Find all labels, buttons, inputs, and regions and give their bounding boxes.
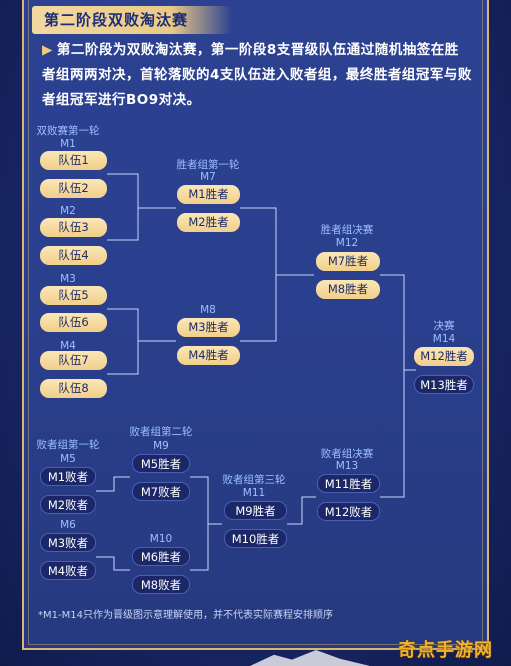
section-title: 第二阶段双败淘汰赛 bbox=[44, 11, 189, 29]
label-losers-final: 败者组决赛 bbox=[320, 448, 374, 460]
team-slot-4: 队伍4 bbox=[40, 246, 107, 265]
label-winners-round1: 胜者组第一轮 bbox=[176, 159, 240, 171]
slot-m10-winner: M10胜者 bbox=[224, 529, 287, 548]
intro-text: 第二阶段为双败淘汰赛，第一阶段8支晋级队伍通过随机抽签在胜者组两两对决，首轮落败… bbox=[42, 42, 472, 108]
slot-m7-loser: M7败者 bbox=[132, 482, 190, 501]
site-watermark-logo: 奇点手游网 bbox=[398, 640, 493, 661]
connector-m13-to-m14 bbox=[380, 370, 405, 498]
team-slot-8: 队伍8 bbox=[40, 379, 107, 398]
slot-m4-winner: M4胜者 bbox=[177, 346, 240, 365]
label-losers-round3: 败者组第三轮 bbox=[222, 474, 286, 486]
intro-paragraph: ▶第二阶段为双败淘汰赛，第一阶段8支晋级队伍通过随机抽签在胜者组两两对决，首轮落… bbox=[42, 38, 472, 113]
slot-m1-winner: M1胜者 bbox=[177, 185, 240, 204]
match-label-m5: M5 bbox=[60, 453, 76, 465]
slot-m3-loser: M3败者 bbox=[40, 533, 96, 552]
connector-m1-m2-to-m7 bbox=[107, 173, 176, 209]
slot-m2-winner: M2胜者 bbox=[177, 213, 240, 232]
match-label-m8: M8 bbox=[200, 304, 216, 316]
label-winners-final: 胜者组决赛 bbox=[320, 224, 374, 236]
slot-m8-winner: M8胜者 bbox=[316, 280, 380, 299]
slot-m3-winner: M3胜者 bbox=[177, 318, 240, 337]
connector-m12-to-m14 bbox=[380, 274, 416, 371]
match-label-m6: M6 bbox=[60, 519, 76, 531]
content-frame-inner-line bbox=[28, 0, 483, 645]
match-label-m13: M13 bbox=[335, 460, 359, 472]
connector-m11-to-m13 bbox=[287, 496, 316, 525]
team-slot-6: 队伍6 bbox=[40, 313, 107, 332]
connector-m9-to-m11 bbox=[190, 476, 222, 525]
match-label-m4: M4 bbox=[60, 340, 76, 352]
section-title-ribbon bbox=[32, 6, 232, 34]
slot-m7-winner: M7胜者 bbox=[316, 252, 380, 271]
match-label-m9: M9 bbox=[153, 440, 169, 452]
team-slot-3: 队伍3 bbox=[40, 218, 107, 237]
team-slot-7: 队伍7 bbox=[40, 351, 107, 370]
label-double-elim-round1: 双败赛第一轮 bbox=[36, 125, 100, 137]
team-slot-5: 队伍5 bbox=[40, 286, 107, 305]
match-label-m2: M2 bbox=[60, 205, 76, 217]
connector-m8-to-m12 bbox=[240, 275, 277, 342]
slot-m4-loser: M4败者 bbox=[40, 561, 96, 580]
slot-m8-loser: M8败者 bbox=[132, 575, 190, 594]
match-label-m14: M14 bbox=[432, 333, 456, 345]
slot-m9-winner: M9胜者 bbox=[224, 501, 287, 520]
match-label-m7: M7 bbox=[200, 171, 216, 183]
connector-m7-to-m12 bbox=[240, 207, 314, 276]
slot-m2-loser: M2败者 bbox=[40, 495, 96, 514]
slot-m1-loser: M1败者 bbox=[40, 467, 96, 486]
match-label-m11: M11 bbox=[242, 487, 266, 499]
connector-m5-to-m9 bbox=[96, 476, 130, 492]
connector-m4-to-m8 bbox=[107, 341, 139, 375]
team-slot-1: 队伍1 bbox=[40, 151, 107, 170]
label-grand-final: 决赛 bbox=[433, 320, 455, 332]
match-label-m12: M12 bbox=[335, 237, 359, 249]
slot-m13-winner: M13胜者 bbox=[414, 375, 474, 394]
slot-m5-winner: M5胜者 bbox=[132, 454, 190, 473]
slot-m6-winner: M6胜者 bbox=[132, 547, 190, 566]
slot-m12-winner: M12胜者 bbox=[414, 347, 474, 366]
connector-m3-to-m8 bbox=[107, 308, 176, 342]
slot-m11-winner: M11胜者 bbox=[317, 474, 380, 493]
connector-m2-to-m7 bbox=[107, 208, 139, 241]
label-losers-round1: 败者组第一轮 bbox=[36, 439, 100, 451]
connector-m6-to-m10 bbox=[96, 556, 130, 571]
slot-m12-loser: M12败者 bbox=[317, 502, 380, 521]
connector-m10-to-m11 bbox=[190, 524, 209, 571]
team-slot-2: 队伍2 bbox=[40, 179, 107, 198]
match-label-m1: M1 bbox=[60, 138, 76, 150]
bullet-triangle-icon: ▶ bbox=[42, 42, 53, 58]
footnote: *M1-M14只作为晋级图示意理解使用，并不代表实际赛程安排顺序 bbox=[38, 610, 333, 621]
match-label-m10: M10 bbox=[149, 533, 173, 545]
label-losers-round2: 败者组第二轮 bbox=[129, 426, 193, 438]
match-label-m3: M3 bbox=[60, 273, 76, 285]
